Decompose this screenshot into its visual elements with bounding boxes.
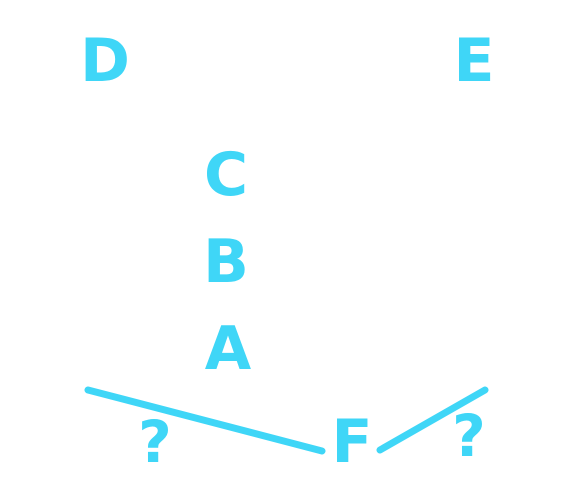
- question-mark-right: ?: [452, 402, 486, 470]
- label-a: A: [204, 314, 252, 384]
- label-d: D: [80, 26, 130, 96]
- connector-left: [84, 386, 326, 455]
- connector-right: [376, 386, 489, 454]
- label-e: E: [453, 26, 495, 96]
- label-f: F: [331, 407, 373, 477]
- label-b: B: [203, 227, 249, 297]
- label-c: C: [203, 140, 249, 210]
- question-mark-left: ?: [138, 408, 172, 476]
